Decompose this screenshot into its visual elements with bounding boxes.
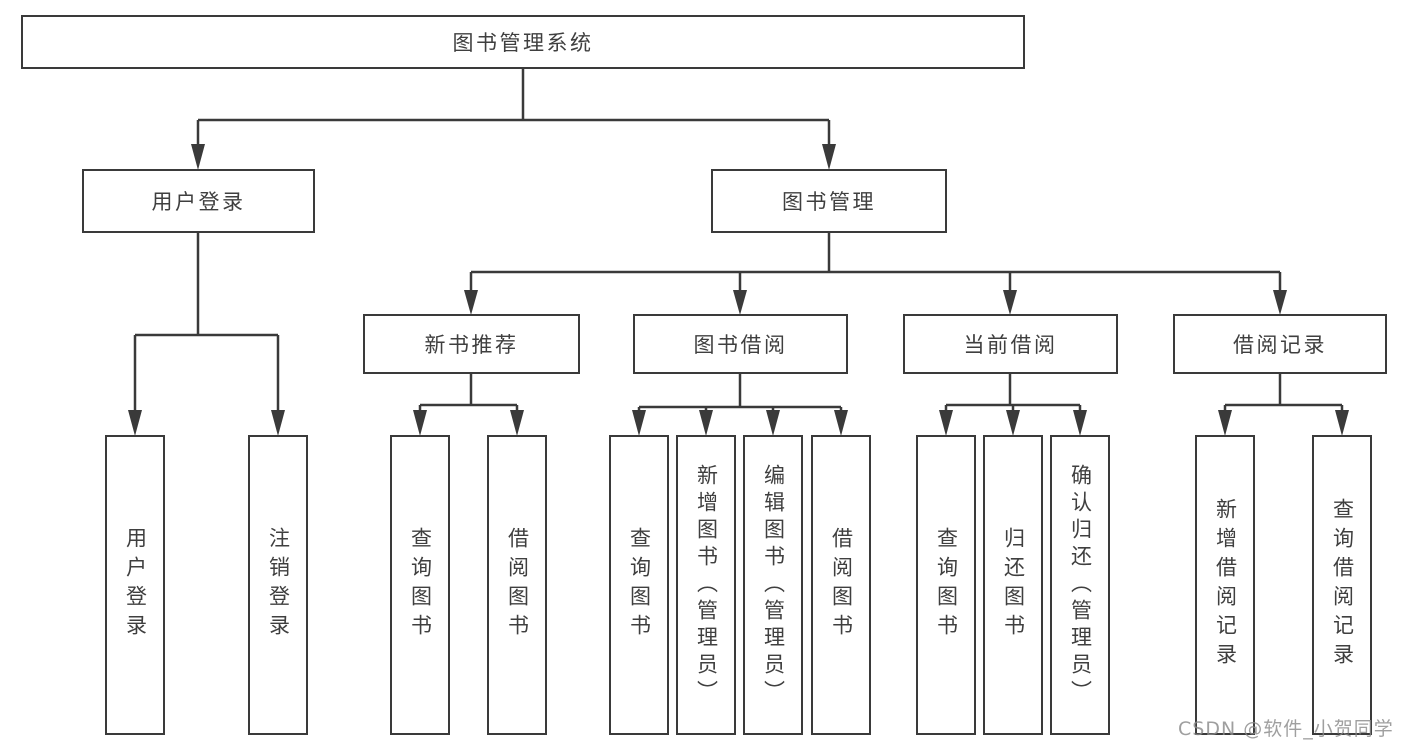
node-leaf-borrow-books-recommend-label: 借阅图书 (505, 527, 530, 643)
node-leaf-add-books-admin-label: 新增图书（管理员） (694, 463, 719, 707)
node-leaf-confirm-return-admin: 确认归还（管理员） (1050, 435, 1110, 735)
node-leaf-confirm-return-admin-label: 确认归还（管理员） (1068, 463, 1093, 707)
node-leaf-borrow-books: 借阅图书 (811, 435, 871, 735)
node-leaf-logout: 注销登录 (248, 435, 308, 735)
node-leaf-logout-label: 注销登录 (266, 527, 291, 643)
node-leaf-query-books-borrow: 查询图书 (609, 435, 669, 735)
node-book-management-label: 图书管理 (782, 190, 876, 214)
node-leaf-borrow-books-recommend: 借阅图书 (487, 435, 547, 735)
node-leaf-user-login-label: 用户登录 (123, 527, 148, 643)
node-leaf-edit-books-admin-label: 编辑图书（管理员） (761, 463, 786, 707)
node-book-management: 图书管理 (711, 169, 947, 233)
node-leaf-query-borrow-record: 查询借阅记录 (1312, 435, 1372, 735)
node-leaf-query-books-current: 查询图书 (916, 435, 976, 735)
node-leaf-add-borrow-record: 新增借阅记录 (1195, 435, 1255, 735)
node-leaf-query-books-recommend-label: 查询图书 (408, 527, 433, 643)
node-root: 图书管理系统 (21, 15, 1025, 69)
node-leaf-query-books-recommend: 查询图书 (390, 435, 450, 735)
node-current-borrow: 当前借阅 (903, 314, 1118, 374)
node-leaf-edit-books-admin: 编辑图书（管理员） (743, 435, 803, 735)
node-book-borrow-label: 图书借阅 (693, 333, 788, 357)
node-borrow-records-label: 借阅记录 (1233, 333, 1327, 357)
node-leaf-return-books-label: 归还图书 (1001, 527, 1026, 643)
node-new-book-recommend: 新书推荐 (363, 314, 580, 374)
node-borrow-records: 借阅记录 (1173, 314, 1387, 374)
node-book-borrow: 图书借阅 (633, 314, 848, 374)
csdn-watermark: CSDN @软件_小贺同学 (1178, 718, 1394, 740)
node-leaf-add-books-admin: 新增图书（管理员） (676, 435, 736, 735)
node-leaf-query-books-borrow-label: 查询图书 (627, 527, 652, 643)
node-leaf-query-books-current-label: 查询图书 (934, 527, 959, 643)
node-leaf-return-books: 归还图书 (983, 435, 1043, 735)
node-leaf-query-borrow-record-label: 查询借阅记录 (1330, 498, 1355, 672)
node-new-book-recommend-label: 新书推荐 (424, 333, 519, 357)
node-root-label: 图书管理系统 (452, 31, 594, 55)
node-leaf-user-login: 用户登录 (105, 435, 165, 735)
node-user-login-label: 用户登录 (151, 190, 246, 214)
node-leaf-borrow-books-label: 借阅图书 (829, 527, 854, 643)
arrowheads (128, 144, 1349, 436)
node-leaf-add-borrow-record-label: 新增借阅记录 (1213, 498, 1238, 672)
node-current-borrow-label: 当前借阅 (963, 333, 1058, 357)
node-user-login: 用户登录 (82, 169, 315, 233)
